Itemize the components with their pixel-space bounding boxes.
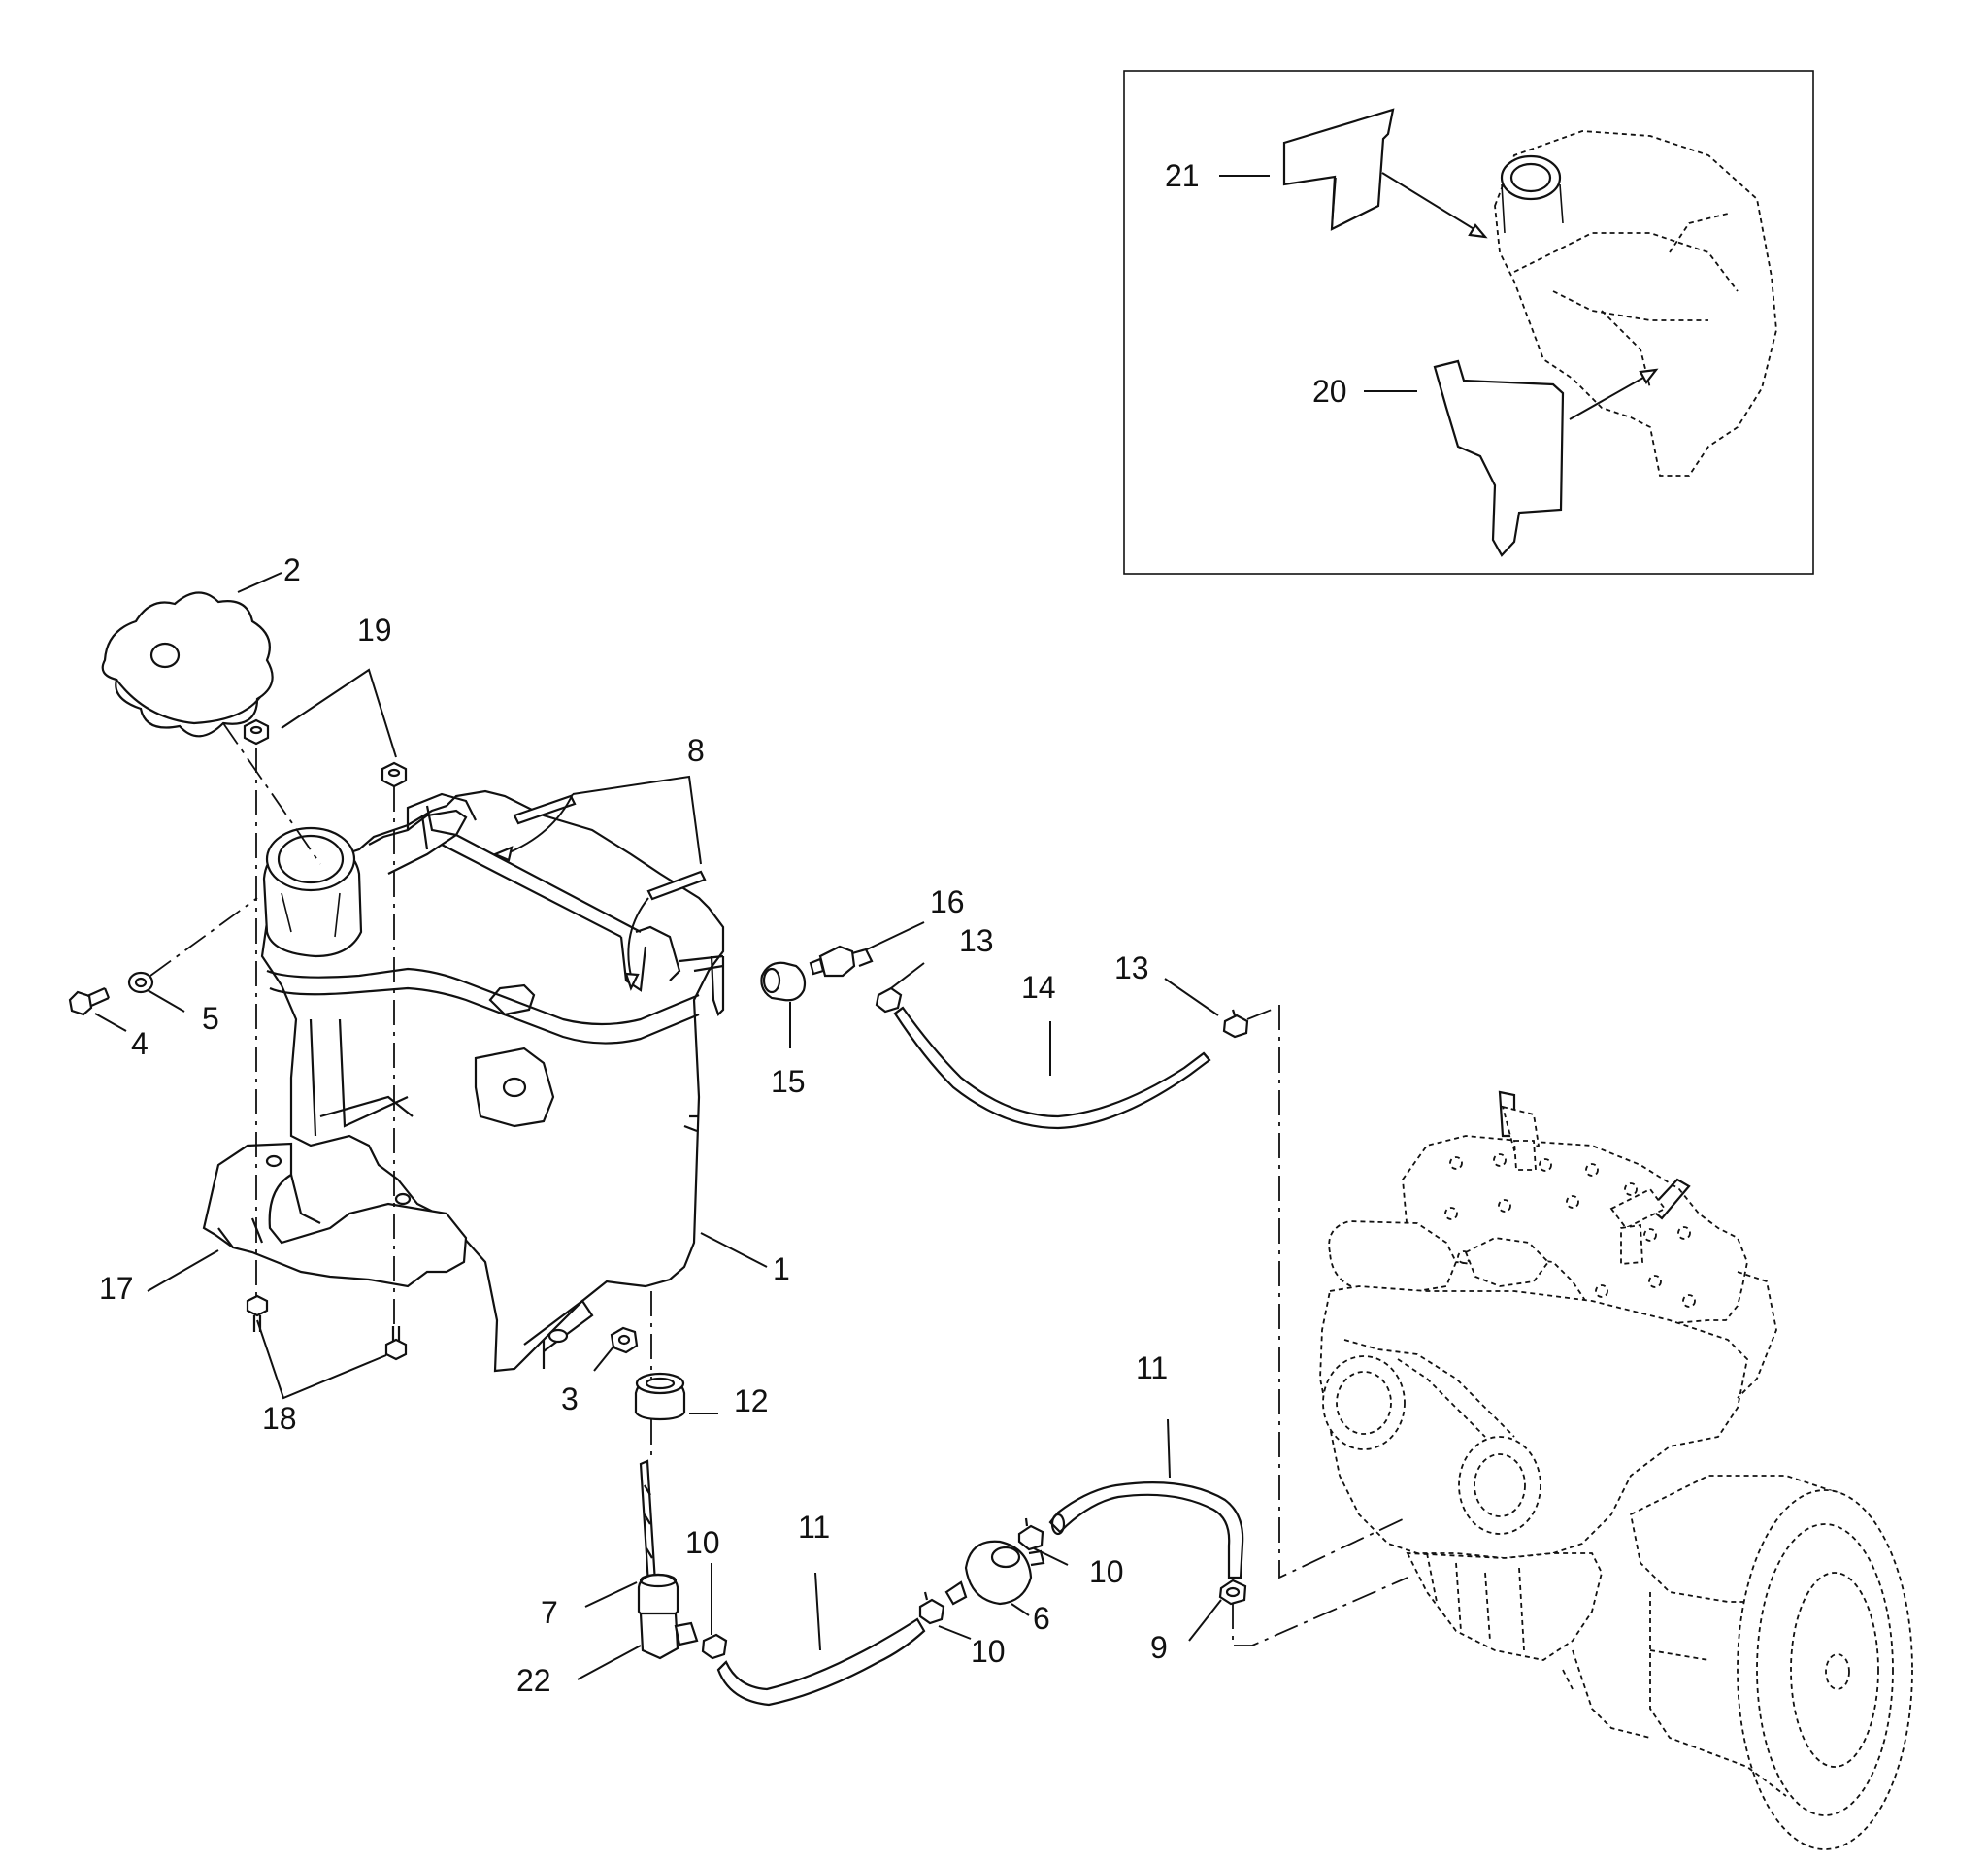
elbow-fitting-part-16 [809, 945, 874, 978]
callout-21: 21 [1165, 158, 1200, 193]
clamp-part-10a [701, 1633, 728, 1660]
callout-10c: 10 [1089, 1554, 1124, 1589]
clamp-part-13b [1222, 1009, 1249, 1039]
callout-11a: 11 [798, 1510, 830, 1545]
callout-10a: 10 [685, 1525, 720, 1560]
callout-15: 15 [771, 1064, 806, 1099]
assembly-center-lines [149, 722, 1408, 1646]
grommet-part-12 [634, 1372, 686, 1421]
callout-19: 19 [357, 613, 392, 648]
callout-12: 12 [734, 1383, 769, 1418]
filler-cap-part-2 [101, 591, 274, 738]
bolt-part-4 [68, 986, 111, 1016]
callout-16: 16 [930, 884, 965, 919]
callout-22: 22 [516, 1663, 551, 1698]
callout-11b: 11 [1136, 1350, 1168, 1385]
clamp-part-10b [918, 1591, 945, 1625]
callout-13b: 13 [1114, 950, 1149, 985]
hose-part-14 [893, 1006, 1211, 1130]
nut-part-3 [610, 1326, 639, 1354]
tee-fitting-part-22 [639, 1612, 699, 1660]
callout-4: 4 [131, 1026, 149, 1061]
inset-tank [1494, 130, 1777, 477]
grommet-part-15 [760, 961, 807, 1002]
oil-tank-part-1 [260, 789, 725, 1373]
callout-14: 14 [1021, 970, 1056, 1005]
inset-arrow-21 [1381, 172, 1481, 234]
callout-13a: 13 [959, 923, 994, 958]
clamp-part-9 [1218, 1579, 1247, 1606]
callout-labels: 1 2 3 4 5 6 7 8 9 10 10 10 11 11 12 13 1… [99, 158, 1347, 1698]
callout-5: 5 [202, 1001, 219, 1036]
callout-20: 20 [1312, 374, 1347, 409]
callout-1: 1 [773, 1251, 790, 1286]
inset-arrow-20 [1569, 373, 1651, 420]
heat-shield-part-17 [202, 1142, 468, 1288]
nut-part-19 [243, 718, 408, 788]
engine-reference [1319, 1090, 1913, 1850]
level-sensor-part-7 [637, 1459, 679, 1621]
callout-7: 7 [541, 1595, 558, 1630]
callout-8: 8 [687, 733, 705, 768]
decal-part-8 [492, 775, 707, 991]
callout-17: 17 [99, 1271, 134, 1306]
callout-9: 9 [1150, 1630, 1168, 1665]
inset-frame [1123, 70, 1814, 575]
clamp-part-10c [1017, 1517, 1044, 1551]
filter-part-6 [944, 1540, 1045, 1606]
hose-part-11b [1048, 1481, 1244, 1579]
clamp-part-13a [875, 986, 903, 1014]
callout-18: 18 [262, 1401, 297, 1436]
washer-part-5 [127, 971, 154, 994]
shield-part-20 [1433, 359, 1565, 557]
callout-3: 3 [561, 1381, 579, 1416]
inset-detail [1123, 70, 1814, 575]
callout-2: 2 [283, 552, 301, 587]
bolt-part-18 [246, 1294, 408, 1361]
leader-lines [94, 572, 1222, 1680]
decal-part-21 [1282, 108, 1395, 231]
callout-10b: 10 [971, 1634, 1006, 1669]
callout-6: 6 [1033, 1601, 1050, 1636]
hose-part-11a [716, 1617, 926, 1707]
